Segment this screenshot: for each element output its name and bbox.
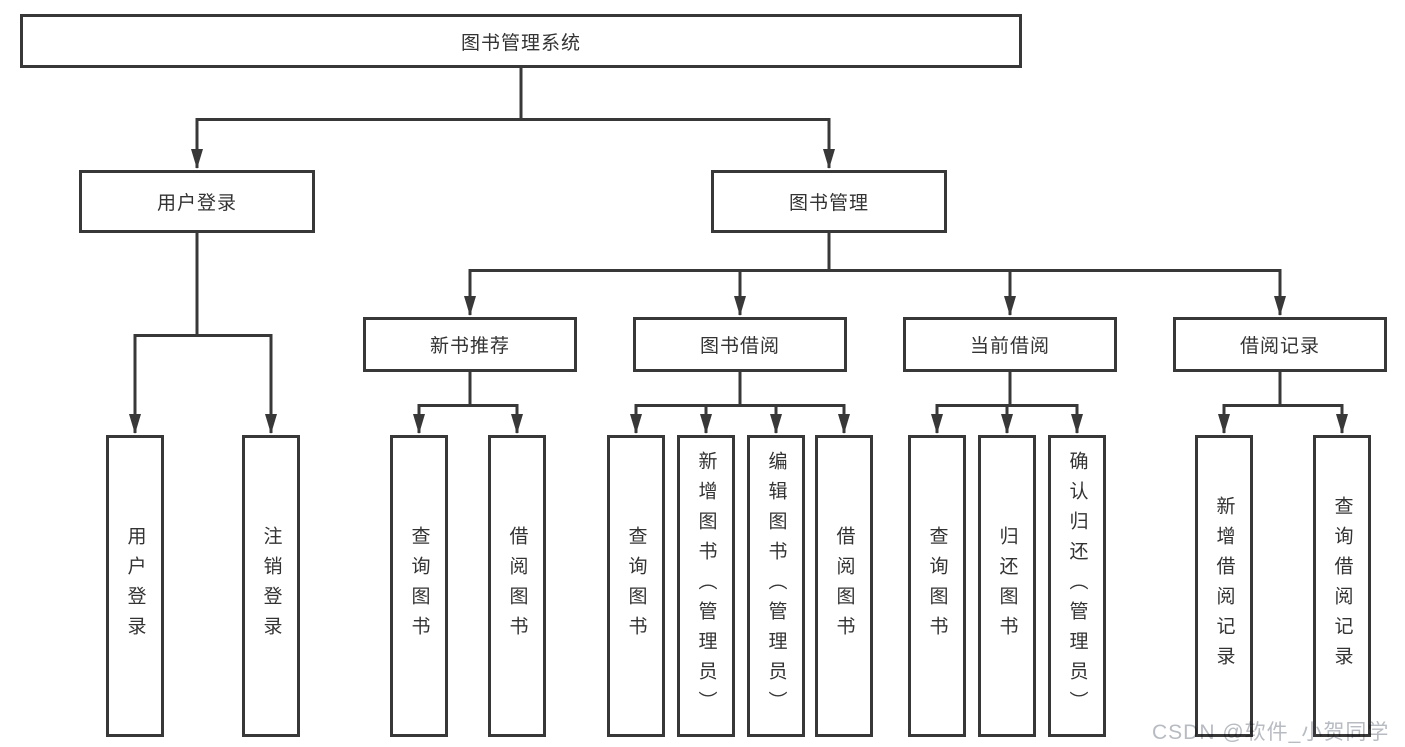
node-label: 图书借阅 [699, 336, 780, 357]
node-label: 查询图书 [625, 526, 647, 646]
leaf-query-books-borrow: 查询图书 [607, 435, 665, 737]
node-label: 新增图书（管理员） [695, 451, 717, 721]
node-new-book-recommend: 新书推荐 [363, 317, 577, 372]
node-label: 查询图书 [408, 526, 430, 646]
node-label: 查询借阅记录 [1331, 496, 1353, 676]
connector-book-mgmt-to-level3 [464, 233, 1286, 316]
node-book-management: 图书管理 [711, 170, 947, 233]
connector-borrow-records-to-leaves [1218, 372, 1348, 434]
node-label: 查询图书 [926, 526, 948, 646]
leaf-edit-books-admin: 编辑图书（管理员） [747, 435, 805, 737]
connector-root-to-level2 [191, 68, 835, 169]
leaf-borrow-books: 借阅图书 [815, 435, 873, 737]
node-label: 注销登录 [260, 526, 282, 646]
node-label: 图书管理系统 [460, 32, 581, 54]
node-label: 新增借阅记录 [1213, 496, 1235, 676]
node-book-borrow: 图书借阅 [633, 317, 847, 372]
leaf-add-books-admin: 新增图书（管理员） [677, 435, 735, 737]
node-label: 归还图书 [996, 526, 1018, 646]
connector-new-books-to-leaves [413, 372, 523, 434]
leaf-user-login: 用户登录 [106, 435, 164, 737]
node-label: 图书管理 [788, 193, 869, 214]
node-library-management-system: 图书管理系统 [20, 14, 1022, 68]
leaf-query-borrow-record: 查询借阅记录 [1313, 435, 1371, 737]
node-label: 编辑图书（管理员） [765, 451, 787, 721]
connector-book-borrow-to-leaves [630, 372, 850, 434]
leaf-borrow-books-recommend: 借阅图书 [488, 435, 546, 737]
leaf-add-borrow-record: 新增借阅记录 [1195, 435, 1253, 737]
node-label: 借阅图书 [506, 526, 528, 646]
leaf-query-books-current: 查询图书 [908, 435, 966, 737]
node-label: 当前借阅 [969, 336, 1050, 357]
node-label: 用户登录 [156, 193, 237, 214]
leaf-logout: 注销登录 [242, 435, 300, 737]
node-label: 新书推荐 [429, 336, 510, 357]
node-label: 确认归还（管理员） [1066, 451, 1088, 721]
leaf-query-books-recommend: 查询图书 [390, 435, 448, 737]
node-label: 借阅图书 [833, 526, 855, 646]
node-borrow-records: 借阅记录 [1173, 317, 1387, 372]
node-current-borrow: 当前借阅 [903, 317, 1117, 372]
node-user-login: 用户登录 [79, 170, 315, 233]
connector-current-borrow-to-leaves [931, 372, 1083, 434]
connector-user-login-to-leaves [129, 233, 277, 434]
leaf-return-books: 归还图书 [978, 435, 1036, 737]
node-label: 用户登录 [124, 526, 146, 646]
leaf-confirm-return-admin: 确认归还（管理员） [1048, 435, 1106, 737]
node-label: 借阅记录 [1239, 336, 1320, 357]
csdn-watermark: CSDN @软件_小贺同学 [1152, 721, 1390, 744]
